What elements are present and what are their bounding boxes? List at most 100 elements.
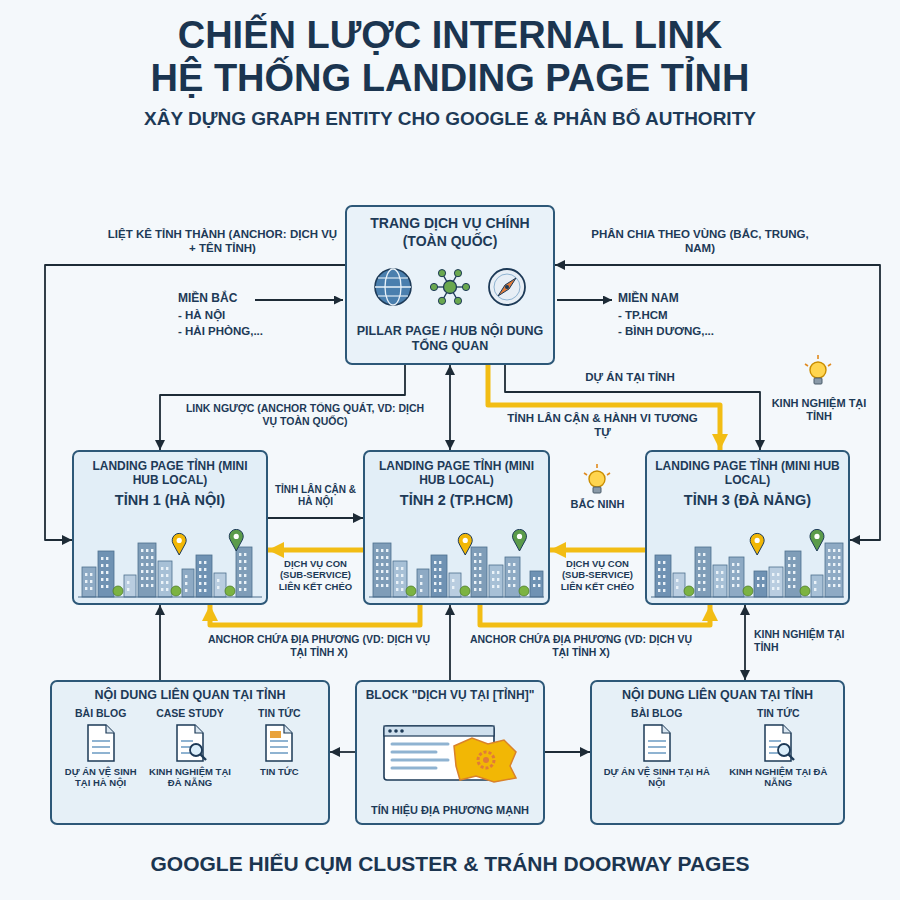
bulb-icon: [584, 464, 610, 493]
window: [676, 579, 678, 582]
document-fold: [284, 725, 292, 733]
window: [185, 582, 187, 585]
window: [513, 584, 515, 587]
building: [449, 573, 461, 597]
window: [434, 589, 436, 592]
note-label: - TP.HCM: [618, 309, 768, 323]
window: [716, 578, 718, 581]
window: [833, 577, 835, 580]
window: [492, 571, 494, 574]
pin-dot: [814, 534, 819, 539]
window: [757, 584, 759, 587]
browser-dot: [400, 729, 404, 733]
window: [508, 570, 510, 573]
window: [513, 577, 515, 580]
diagram-caption: GOOGLE HIỂU CỤM CLUSTER & TRÁNH DOORWAY …: [0, 852, 900, 876]
window: [146, 577, 148, 580]
window: [439, 575, 441, 578]
window: [239, 553, 241, 556]
window: [508, 563, 510, 566]
window: [101, 571, 103, 574]
province-name: TỈNH 3 (ĐÀ NẴNG): [684, 492, 811, 509]
window: [838, 549, 840, 552]
window: [479, 567, 481, 570]
landing-title: LANDING PAGE TỈNH (MINI HUB LOCAL): [371, 459, 542, 488]
window: [199, 582, 201, 585]
building: [695, 547, 711, 597]
window: [161, 574, 163, 577]
window: [698, 588, 700, 591]
window: [401, 574, 403, 577]
window: [474, 560, 476, 563]
window: [106, 564, 108, 567]
landing-box: LANDING PAGE TỈNH (MINI HUB LOCAL)TỈNH 1…: [72, 450, 268, 605]
compass-body: [489, 269, 525, 305]
document-line: [270, 752, 288, 754]
window: [732, 584, 734, 587]
document-page: [765, 725, 791, 761]
window: [439, 582, 441, 585]
window: [381, 584, 383, 587]
content-example: TIN TỨC: [260, 766, 299, 777]
window: [513, 563, 515, 566]
window: [814, 581, 816, 584]
building: [825, 543, 843, 597]
tree: [460, 586, 470, 596]
document-line: [769, 740, 781, 742]
window: [146, 570, 148, 573]
window: [90, 587, 92, 590]
window: [204, 575, 206, 578]
connector: [449, 605, 451, 680]
window: [663, 589, 665, 592]
connector: [159, 605, 161, 680]
window: [663, 561, 665, 564]
window: [420, 575, 422, 578]
globe-icon: [375, 269, 411, 305]
window: [663, 568, 665, 571]
window: [386, 584, 388, 587]
network-icon: [430, 269, 469, 304]
content-box: NỘI DUNG LIÊN QUAN TẠI TỈNHBÀI BLOGDỰ ÁN…: [590, 680, 845, 825]
window: [151, 577, 153, 580]
window: [838, 584, 840, 587]
building: [769, 567, 783, 597]
window: [737, 577, 739, 580]
window: [141, 577, 143, 580]
bulb-icon: [805, 355, 831, 384]
building: [417, 569, 429, 597]
window: [204, 589, 206, 592]
pin-dot: [517, 534, 522, 539]
building: [214, 573, 226, 597]
window: [439, 568, 441, 571]
document-icon: [640, 723, 674, 763]
window: [217, 579, 219, 582]
magnifier-handle: [200, 754, 206, 760]
content-type: TIN TỨC: [757, 707, 800, 720]
edge-label: DỊCH VỤ CON (SUB-SERVICE) LIÊN KẾT CHÉO: [270, 558, 361, 592]
window: [151, 549, 153, 552]
edge-label: LINK NGƯỢC (ANCHOR TỔNG QUÁT, VD: DỊCH V…: [180, 402, 430, 427]
building: [673, 573, 685, 597]
window: [479, 574, 481, 577]
bulb-glass: [810, 362, 826, 378]
window: [703, 567, 705, 570]
window: [141, 584, 143, 587]
window: [538, 577, 540, 580]
window: [533, 584, 535, 587]
tree: [406, 586, 416, 596]
window: [833, 556, 835, 559]
window: [492, 578, 494, 581]
window: [497, 578, 499, 581]
window: [396, 588, 398, 591]
window: [376, 577, 378, 580]
window: [533, 577, 535, 580]
building: [158, 561, 172, 597]
window: [376, 584, 378, 587]
bulb-glass: [589, 471, 605, 487]
window: [420, 589, 422, 592]
window: [838, 570, 840, 573]
window: [538, 584, 540, 587]
building: [138, 543, 156, 597]
window: [452, 586, 454, 589]
window: [716, 571, 718, 574]
